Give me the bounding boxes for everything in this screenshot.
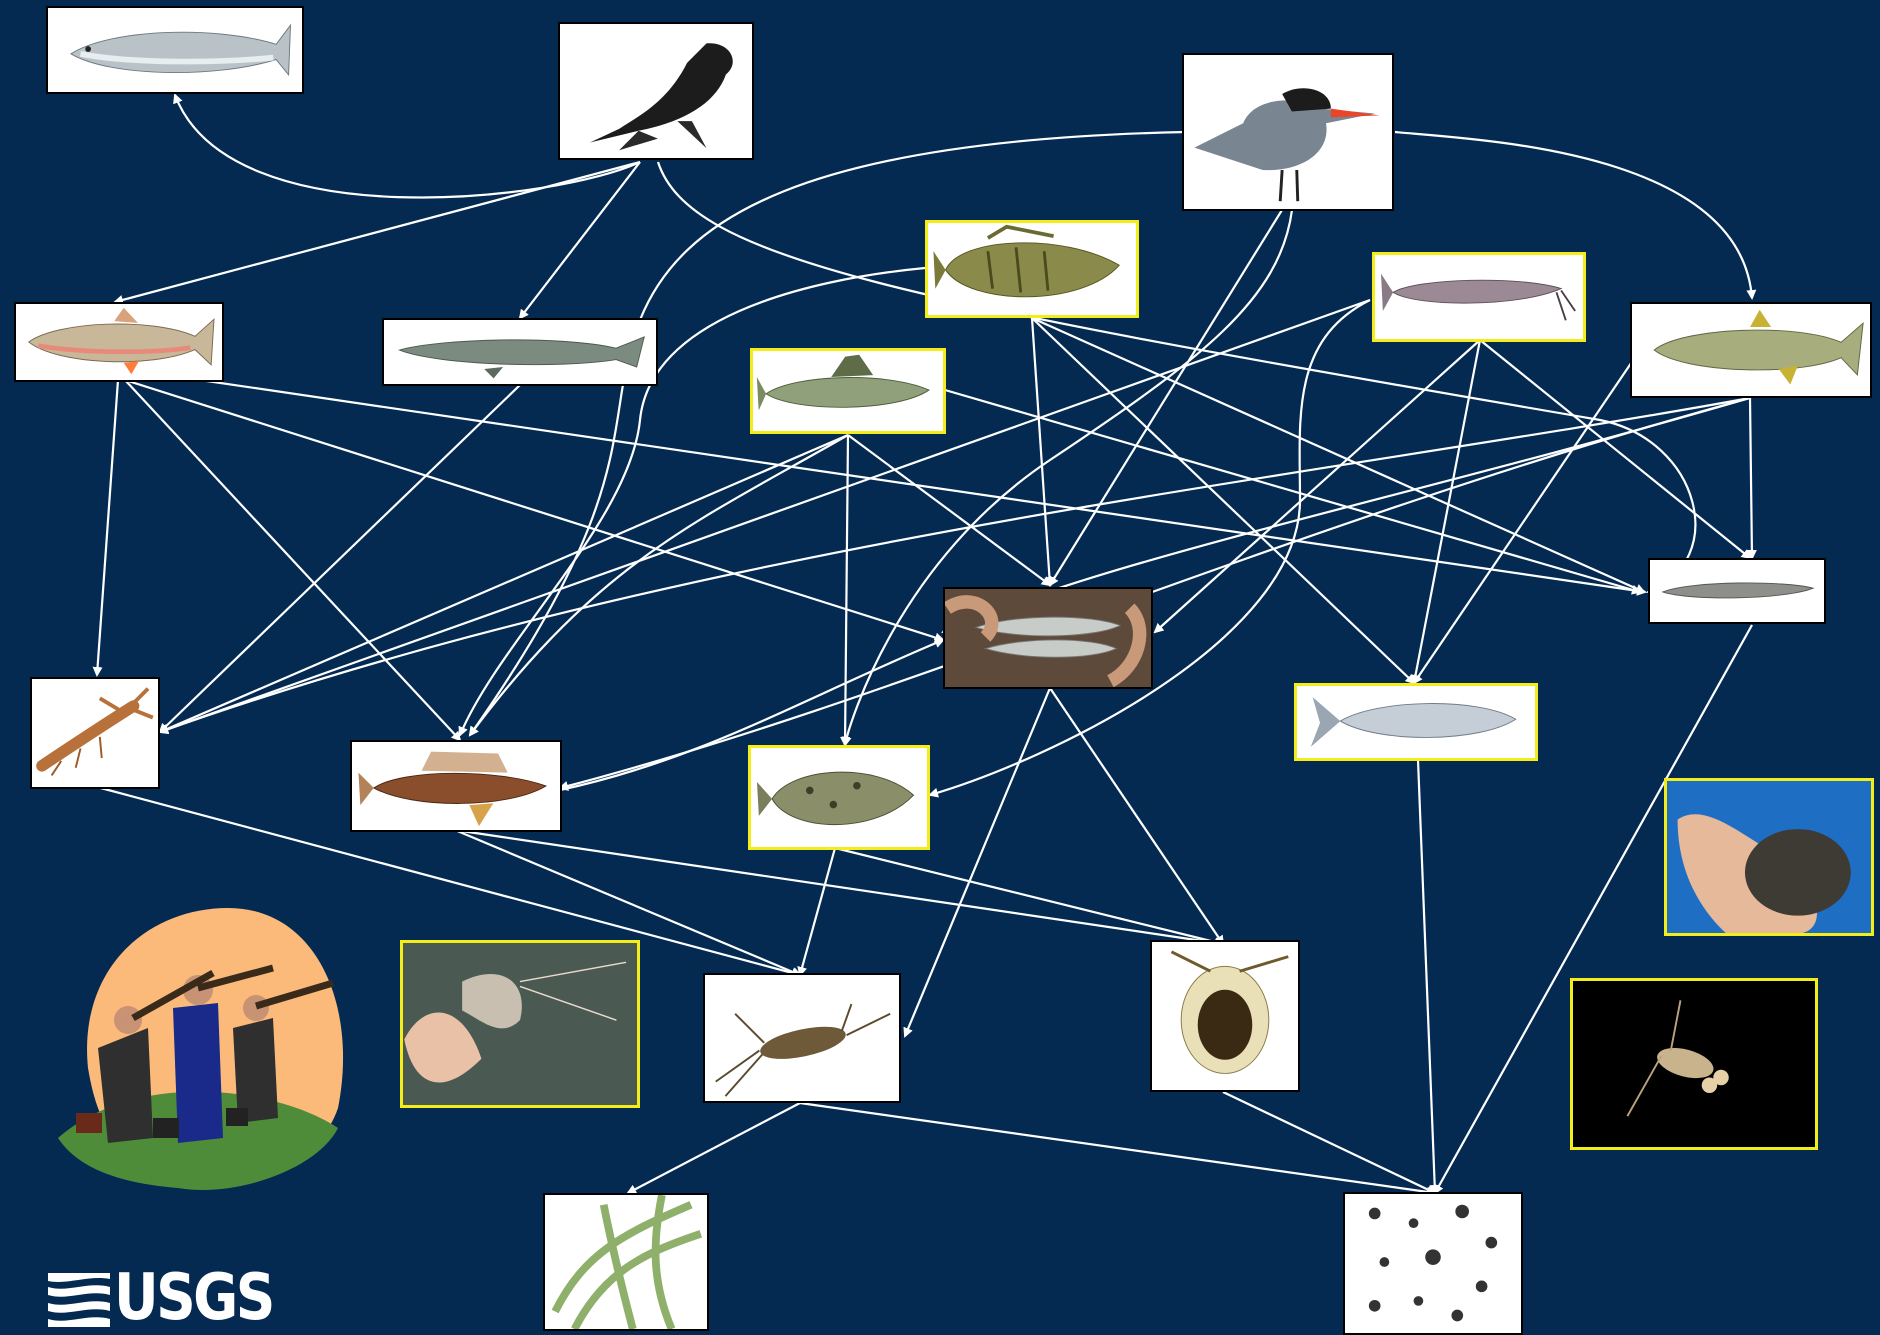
caspian-tern-image xyxy=(1182,53,1394,211)
filamentous-algae-image xyxy=(543,1193,709,1331)
arrow-shad-to-plankton xyxy=(1418,760,1435,1193)
arrow-mayfly-to-algae xyxy=(628,1103,800,1193)
mayfly-nymph-image xyxy=(703,973,901,1103)
arrow-sturgeon-to-crayfish xyxy=(160,385,520,732)
chinook-salmon-image xyxy=(46,6,304,94)
usgs-wave-icon xyxy=(48,1267,110,1329)
arrow-walleye-to-juvsalmon xyxy=(848,435,1050,585)
arrow-sealion-to-sturgeon xyxy=(520,162,640,318)
usgs-logo-text: USGS xyxy=(114,1266,273,1330)
shrimp-image xyxy=(400,940,640,1108)
arrow-crappie-to-mayfly xyxy=(800,848,835,975)
daphnia-image xyxy=(1150,940,1300,1092)
walleye-image xyxy=(750,348,946,434)
arrow-walleye-to-sculpin xyxy=(470,435,848,735)
arrow-juvsalmon-to-daphnia xyxy=(1050,688,1223,944)
white-sturgeon-image xyxy=(382,318,658,386)
arrow-bass-to-juvsalmon xyxy=(1032,318,1050,585)
plankton-image xyxy=(1343,1192,1523,1335)
arrow-juvsalmon-to-mayfly xyxy=(905,688,1050,1036)
cutthroat-trout-image xyxy=(14,302,224,382)
biofilm-mat-image xyxy=(1664,778,1874,936)
arrow-sealion-to-trout xyxy=(115,162,640,302)
arrow-walleye-to-crappie xyxy=(845,435,848,745)
explorers-clipart xyxy=(58,908,358,1198)
crappie-image xyxy=(748,745,930,850)
arrow-pike-to-shad xyxy=(1414,350,1640,683)
sea-lion-image xyxy=(558,22,754,160)
arrow-trout-to-crayfish xyxy=(97,380,118,675)
copepod-image xyxy=(1570,978,1818,1150)
arrow-pike-to-sculpin xyxy=(560,398,1750,788)
shad-image xyxy=(1294,683,1538,761)
sculpin-image xyxy=(350,740,562,832)
smallmouth-bass-image xyxy=(925,220,1139,318)
northern-pikeminnow-image xyxy=(1630,302,1872,398)
juvenile-salmon-image xyxy=(943,587,1153,689)
crayfish-image xyxy=(30,677,160,789)
lamprey-image xyxy=(1648,558,1826,624)
usgs-logo: USGS xyxy=(48,1262,299,1334)
arrow-pike-to-lamprey xyxy=(1750,398,1752,558)
arrow-walleye-to-crayfish xyxy=(160,435,848,732)
channel-catfish-image xyxy=(1372,252,1586,342)
